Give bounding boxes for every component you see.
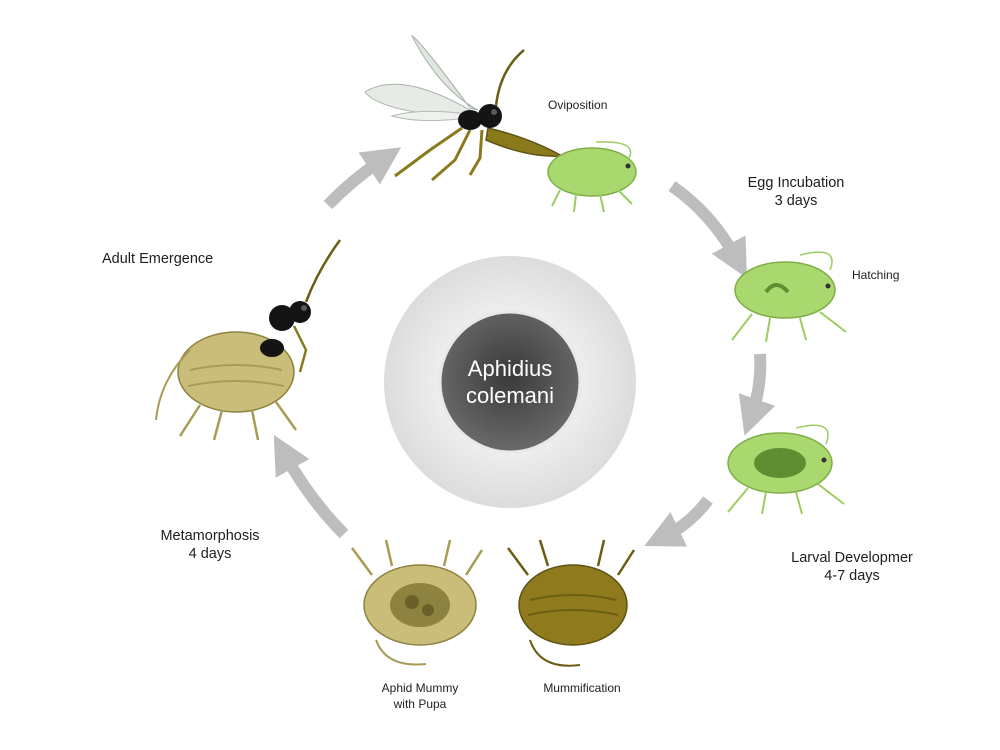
cycle-arrow-icon xyxy=(644,496,713,547)
cycle-arrow-icon xyxy=(273,434,349,539)
center-title-line2: colemani xyxy=(465,383,555,408)
label-aphid-mummy-pupa: Aphid Mummy with Pupa xyxy=(381,681,459,711)
aphid-icon xyxy=(731,251,847,343)
wasp-icon xyxy=(364,34,565,182)
mummy-icon xyxy=(506,539,636,667)
aphid-icon xyxy=(547,141,637,213)
label-hatching: Hatching xyxy=(852,268,900,282)
label-mummification: Mummification xyxy=(543,681,621,695)
mummy-icon xyxy=(350,539,484,666)
center-disc xyxy=(384,256,636,508)
center-title-line1: Aphidius xyxy=(467,356,553,381)
cycle-arrow-icon xyxy=(323,147,402,210)
aphid-icon xyxy=(727,424,845,515)
center-title: Aphidius colemani xyxy=(440,318,580,446)
wasp-icon xyxy=(260,239,342,373)
label-larval-development: Larval Developmer 4-7 days xyxy=(791,550,913,584)
label-egg-incubation: Egg Incubation 3 days xyxy=(747,175,845,209)
label-adult-emergence: Adult Emergence xyxy=(102,251,214,267)
label-metamorphosis: Metamorphosis 4 days xyxy=(160,528,260,562)
cycle-arrows xyxy=(273,147,776,547)
cycle-arrow-icon xyxy=(668,181,748,279)
label-oviposition: Oviposition xyxy=(548,98,608,112)
cycle-arrow-icon xyxy=(738,353,776,436)
